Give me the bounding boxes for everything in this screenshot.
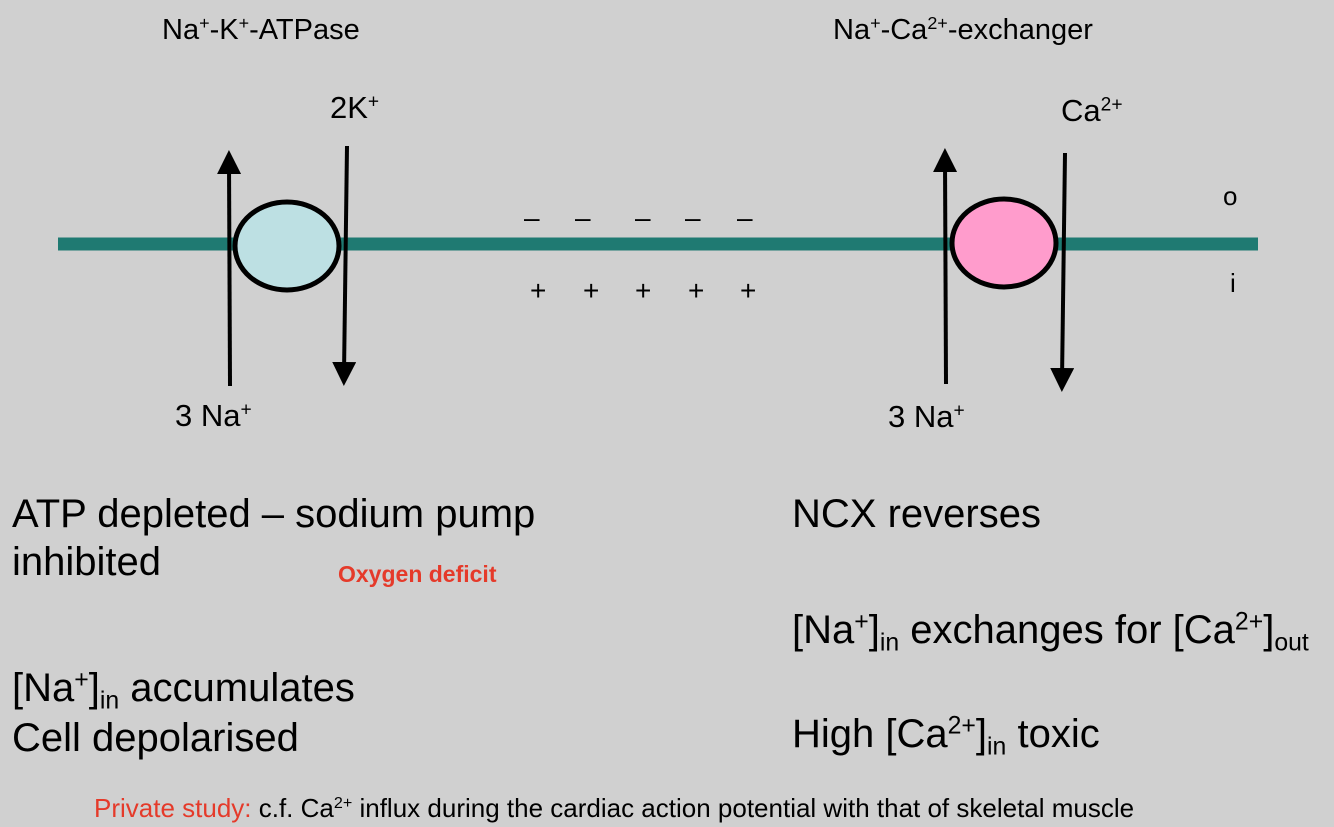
pump-potassium-in-arrow (332, 145, 357, 386)
negative-charge: – (685, 202, 701, 233)
positive-charge: + (635, 275, 652, 306)
atp-depleted-note: ATP depleted – sodium pump (12, 492, 536, 536)
sodium-calcium-exchanger (949, 196, 1059, 290)
positive-charge: + (688, 275, 705, 306)
pump-title: Na+-K+-ATPase (162, 13, 360, 46)
inside-label: i (1230, 268, 1236, 298)
positive-charge: + (530, 275, 547, 306)
positive-charge: + (583, 275, 600, 306)
sodium-potassium-pump (232, 199, 342, 293)
exchanger-title: Na+-Ca2+-exchanger (833, 13, 1093, 46)
negative-charge: – (635, 202, 651, 233)
pump-inhibited-note: inhibited (12, 540, 162, 584)
sodium-accumulates-note: [Na+]in accumulates (12, 666, 355, 715)
negative-charge: – (575, 202, 591, 233)
positive-charge: + (740, 275, 757, 306)
oxygen-deficit-note: Oxygen deficit (338, 561, 497, 587)
negative-charge: – (737, 202, 753, 233)
footer-label: Private study: (94, 793, 252, 823)
footer-private-study: Private study: c.f. Ca2+ influx during t… (94, 793, 1135, 823)
exchanger-calcium-out-arrow (1050, 152, 1075, 392)
exchanger-sodium-label: 3 Na+ (888, 399, 965, 434)
exchange-note: [Na+]in exchanges for [Ca2+]out (792, 608, 1309, 657)
outside-label: o (1223, 181, 1238, 211)
pump-potassium-label: 2K+ (330, 90, 380, 125)
ncx-reverses-note: NCX reverses (792, 492, 1041, 536)
exchanger-calcium-label: Ca2+ (1061, 93, 1123, 128)
exchanger-sodium-in-arrow (933, 148, 958, 385)
pump-sodium-out-arrow (217, 150, 242, 387)
cell-depolarised-note: Cell depolarised (12, 716, 299, 760)
pump-sodium-label: 3 Na+ (175, 398, 252, 433)
high-calcium-toxic-note: High [Ca2+]in toxic (792, 712, 1100, 761)
negative-charge: – (524, 202, 540, 233)
